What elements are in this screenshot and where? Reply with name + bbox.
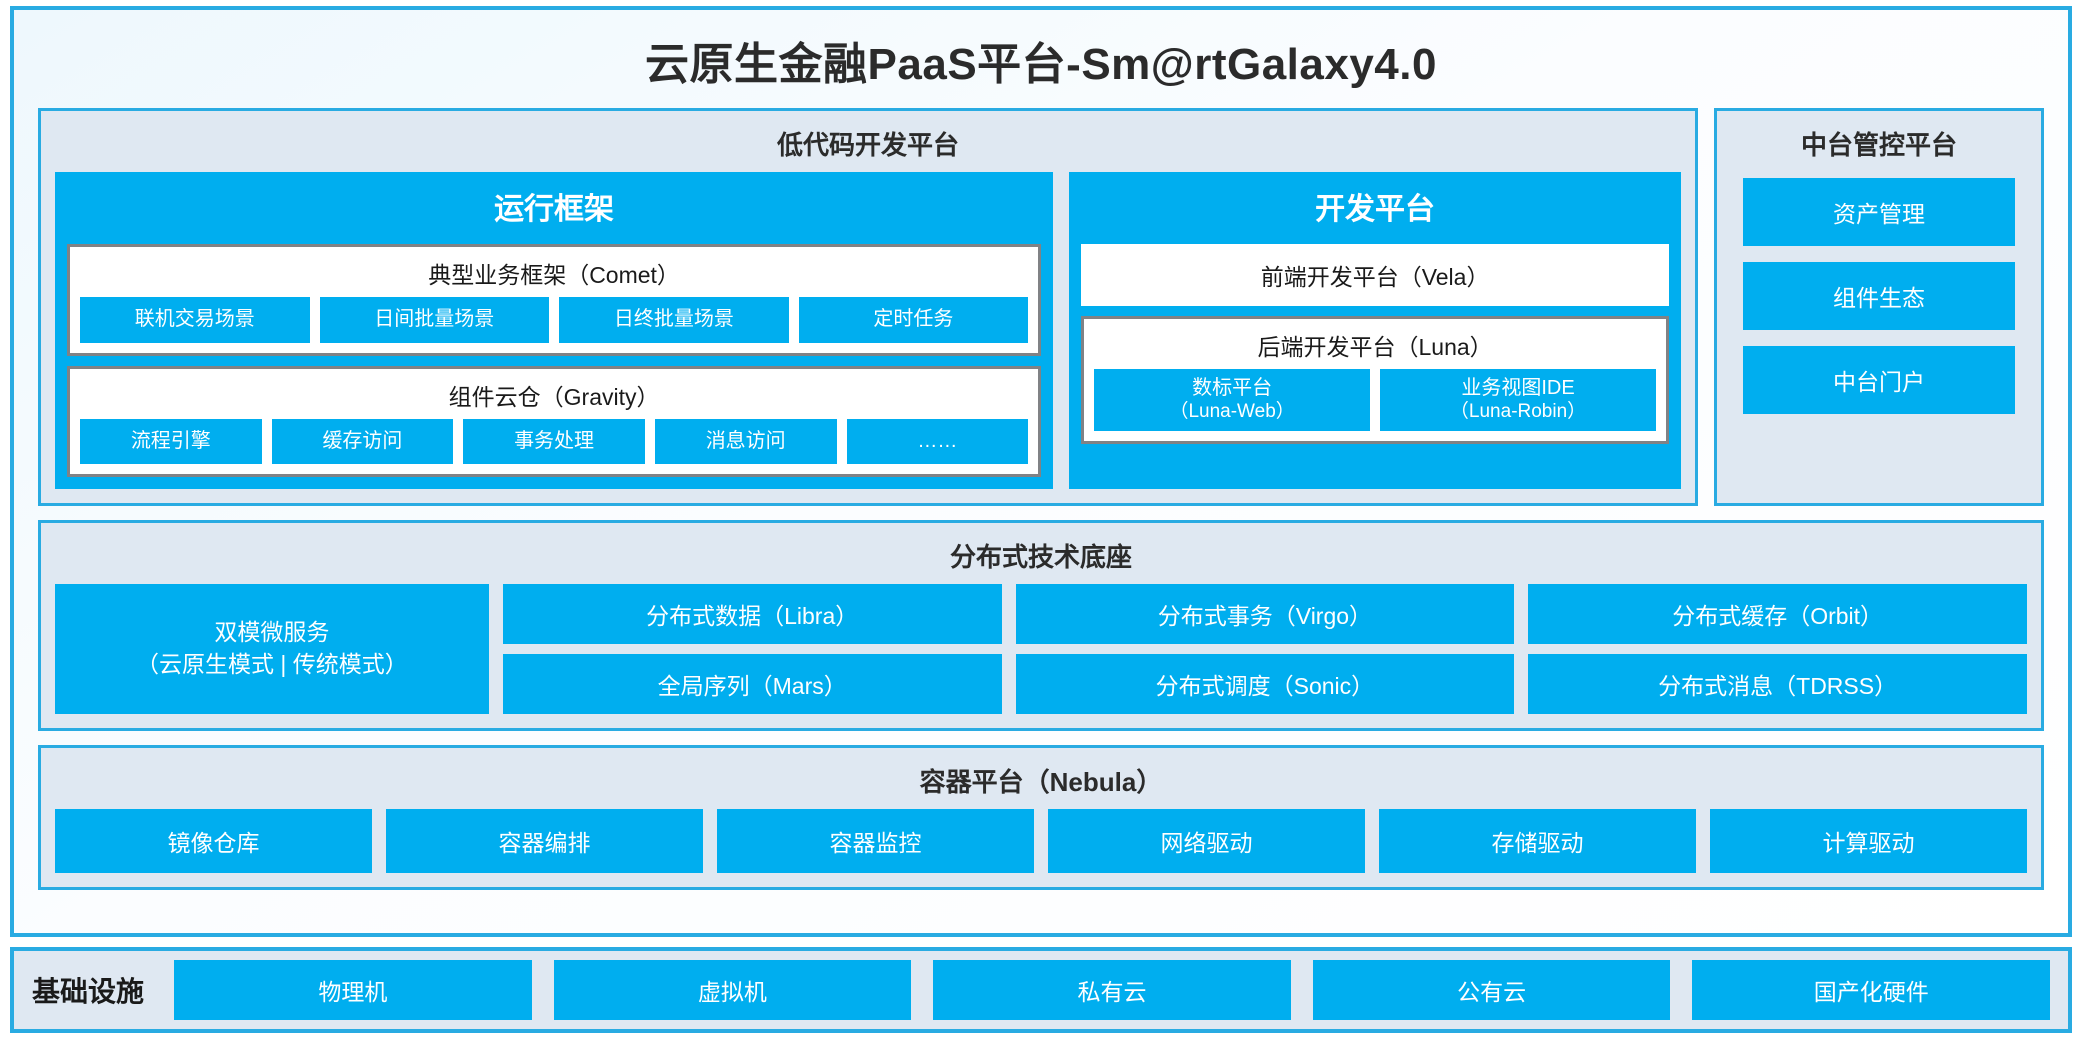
- midplatform-item-component-ecosystem[interactable]: 组件生态: [1743, 262, 2015, 330]
- container-item-network-driver[interactable]: 网络驱动: [1048, 809, 1365, 874]
- section-infrastructure: 基础设施 物理机 虚拟机 私有云 公有云 国产化硬件: [10, 947, 2072, 1033]
- top-row: 低代码开发平台 运行框架 典型业务框架（Comet） 联机交易场景 日间批量场景…: [38, 108, 2044, 507]
- lowcode-body: 运行框架 典型业务框架（Comet） 联机交易场景 日间批量场景 日终批量场景 …: [55, 172, 1681, 490]
- container-platform-title: 容器平台（Nebula）: [919, 767, 1163, 798]
- dist-item-dual-mode-microservice[interactable]: 双模微服务 （云原生模式 | 传统模式）: [55, 584, 489, 715]
- container-item-storage-driver[interactable]: 存储驱动: [1379, 809, 1696, 874]
- midplatform-items: 资产管理 组件生态 中台门户: [1731, 178, 2027, 418]
- backend-platform-title: 后端开发平台（Luna）: [1257, 334, 1493, 360]
- infrastructure-item-virtual-machine[interactable]: 虚拟机: [553, 960, 912, 1020]
- midplatform-item-asset-management[interactable]: 资产管理: [1743, 178, 2015, 246]
- container-item-orchestration[interactable]: 容器编排: [386, 809, 703, 874]
- infrastructure-item-domestic-hardware[interactable]: 国产化硬件: [1692, 960, 2050, 1020]
- midplatform-title: 中台管控平台: [1800, 130, 1957, 160]
- section-container-platform: 容器平台（Nebula） 镜像仓库 容器编排 容器监控 网络驱动 存储驱动 计算…: [38, 745, 2044, 891]
- backend-item-sub: （Luna-Robin）: [1449, 400, 1587, 422]
- infrastructure-label: 基础设施: [32, 976, 145, 1007]
- infrastructure-item-public-cloud[interactable]: 公有云: [1312, 960, 1671, 1020]
- group-backend-luna: 后端开发平台（Luna） 数标平台 （Luna-Web） 业务视图IDE （Lu…: [1081, 316, 1669, 444]
- section-midplatform-control: 中台管控平台 资产管理 组件生态 中台门户: [1714, 108, 2044, 507]
- group-comet: 典型业务框架（Comet） 联机交易场景 日间批量场景 日终批量场景 定时任务: [67, 244, 1042, 356]
- dist-column: 分布式数据（Libra） 全局序列（Mars）: [502, 584, 1002, 715]
- container-items: 镜像仓库 容器编排 容器监控 网络驱动 存储驱动 计算驱动: [55, 809, 2027, 874]
- runtime-framework-title: 运行框架: [494, 193, 615, 226]
- section-lowcode-platform: 低代码开发平台 运行框架 典型业务框架（Comet） 联机交易场景 日间批量场景…: [38, 108, 1698, 507]
- group-gravity: 组件云仓（Gravity） 流程引擎 缓存访问 事务处理 消息访问 ……: [67, 365, 1042, 478]
- dual-mode-line2: （云原生模式 | 传统模式）: [136, 651, 408, 678]
- dist-item-tdrss[interactable]: 分布式消息（TDRSS）: [1528, 654, 2027, 715]
- frontend-platform-vela[interactable]: 前端开发平台（Vela）: [1081, 244, 1669, 306]
- infrastructure-items: 物理机 虚拟机 私有云 公有云 国产化硬件: [174, 960, 2050, 1020]
- comet-item[interactable]: 联机交易场景: [80, 297, 310, 343]
- dist-item-mars[interactable]: 全局序列（Mars）: [502, 654, 1002, 715]
- dist-item-virgo[interactable]: 分布式事务（Virgo）: [1015, 584, 1515, 645]
- card-development-platform: 开发平台 前端开发平台（Vela） 后端开发平台（Luna） 数标平台 （Lun…: [1069, 172, 1681, 490]
- distributed-base-title: 分布式技术底座: [949, 542, 1132, 573]
- gravity-item[interactable]: 流程引擎: [80, 418, 262, 465]
- dist-item-sonic[interactable]: 分布式调度（Sonic）: [1015, 654, 1515, 715]
- comet-title: 典型业务框架（Comet）: [428, 262, 680, 288]
- infrastructure-item-physical-machine[interactable]: 物理机: [174, 960, 532, 1020]
- gravity-title: 组件云仓（Gravity）: [448, 383, 660, 410]
- gravity-items: 流程引擎 缓存访问 事务处理 消息访问 ……: [80, 418, 1029, 465]
- comet-item[interactable]: 日终批量场景: [559, 297, 789, 343]
- backend-items: 数标平台 （Luna-Web） 业务视图IDE （Luna-Robin）: [1094, 369, 1657, 431]
- development-platform-title: 开发平台: [1315, 193, 1436, 226]
- dist-item-libra[interactable]: 分布式数据（Libra）: [502, 584, 1002, 645]
- card-runtime-framework: 运行框架 典型业务框架（Comet） 联机交易场景 日间批量场景 日终批量场景 …: [55, 172, 1054, 490]
- dist-column: 分布式缓存（Orbit） 分布式消息（TDRSS）: [1528, 584, 2027, 715]
- midplatform-item-portal[interactable]: 中台门户: [1743, 346, 2015, 414]
- gravity-item[interactable]: 事务处理: [463, 418, 645, 465]
- section-distributed-base: 分布式技术底座 双模微服务 （云原生模式 | 传统模式） 分布式数据（Libra…: [38, 520, 2044, 732]
- backend-item-name: 业务视图IDE: [1461, 377, 1575, 399]
- gravity-item-more[interactable]: ……: [846, 418, 1029, 465]
- backend-item-luna-robin[interactable]: 业务视图IDE （Luna-Robin）: [1380, 369, 1657, 431]
- container-item-monitoring[interactable]: 容器监控: [717, 809, 1034, 874]
- distributed-body: 双模微服务 （云原生模式 | 传统模式） 分布式数据（Libra） 全局序列（M…: [55, 584, 2027, 715]
- gravity-item[interactable]: 消息访问: [654, 418, 837, 465]
- backend-item-luna-web[interactable]: 数标平台 （Luna-Web）: [1094, 369, 1371, 431]
- dist-item-orbit[interactable]: 分布式缓存（Orbit）: [1528, 584, 2027, 645]
- platform-main-frame: 云原生金融PaaS平台-Sm@rtGalaxy4.0 低代码开发平台 运行框架 …: [10, 6, 2072, 937]
- dual-mode-line1: 双模微服务: [214, 619, 330, 646]
- backend-item-sub: （Luna-Web）: [1169, 400, 1295, 422]
- lowcode-platform-title: 低代码开发平台: [776, 130, 959, 160]
- comet-item[interactable]: 定时任务: [798, 297, 1029, 343]
- container-item-image-registry[interactable]: 镜像仓库: [55, 809, 372, 874]
- backend-item-name: 数标平台: [1192, 377, 1273, 399]
- dist-column: 分布式事务（Virgo） 分布式调度（Sonic）: [1015, 584, 1515, 715]
- comet-item[interactable]: 日间批量场景: [319, 297, 550, 343]
- gravity-item[interactable]: 缓存访问: [271, 418, 454, 465]
- page-title: 云原生金融PaaS平台-Sm@rtGalaxy4.0: [645, 40, 1437, 89]
- comet-items: 联机交易场景 日间批量场景 日终批量场景 定时任务: [80, 297, 1029, 343]
- container-item-compute-driver[interactable]: 计算驱动: [1710, 809, 2027, 874]
- infrastructure-item-private-cloud[interactable]: 私有云: [933, 960, 1291, 1020]
